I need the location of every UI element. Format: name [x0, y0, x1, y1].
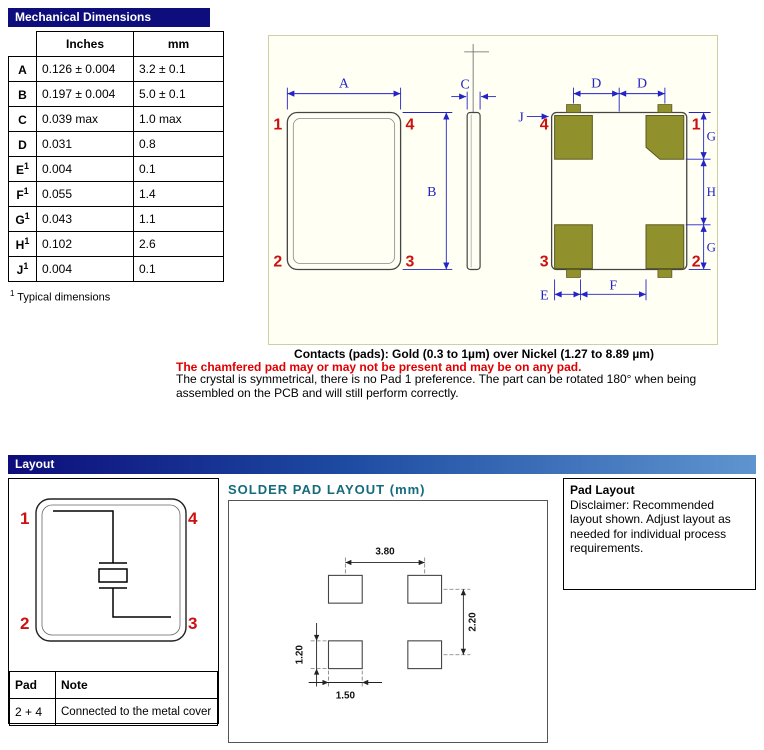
front-pad-number-1: 1	[273, 116, 282, 133]
bottom-pad-number-2: 2	[692, 254, 701, 271]
table-row: B 0.197 ± 0.004 5.0 ± 0.1	[8, 81, 224, 107]
dim-label-e: E	[540, 288, 549, 303]
pad-layout-disclaimer-box: Pad Layout Disclaimer: Recommended layou…	[563, 478, 756, 590]
dim-label-f: F	[609, 278, 617, 293]
solder-pad-tr	[407, 574, 443, 604]
edge-terminals	[566, 104, 673, 278]
contacts-note: Contacts (pads): Gold (0.3 to 1µm) over …	[294, 347, 654, 361]
bottom-pad-number-4: 4	[540, 116, 549, 133]
dim-label-g-bottom: G	[707, 240, 716, 255]
table-row: D 0.031 0.8	[8, 131, 224, 157]
pad-2-gold	[645, 224, 685, 269]
pad-4-gold	[554, 114, 593, 160]
pad-note-row: 2 + 4 Connected to the metal cover	[9, 698, 218, 726]
solder-pad-layout-box: 3.80 2.20 1.20 1.50	[228, 500, 548, 743]
dimension-c-lines	[451, 91, 496, 110]
pad-1-gold-chamfered	[645, 114, 685, 160]
pad-3-gold	[554, 224, 593, 269]
dimensions-table: Inches mm A 0.126 ± 0.004 3.2 ± 0.1 B 0.…	[8, 31, 224, 282]
front-pad-number-2: 2	[273, 254, 282, 271]
solder-dim-width: 3.80	[375, 547, 395, 558]
pad-layout-box-body: Disclaimer: Recommended layout shown. Ad…	[570, 497, 731, 556]
front-pad-number-4: 4	[406, 116, 415, 133]
dim-label-d-left: D	[591, 77, 601, 92]
corner-cell	[8, 31, 37, 57]
dimension-b-lines	[402, 112, 453, 270]
solder-dim-pad-height: 1.20	[295, 645, 306, 665]
col-header-mm: mm	[133, 31, 224, 57]
table-row: G1 0.043 1.1	[8, 206, 224, 232]
pad-note-header-row: Pad Note	[9, 671, 218, 699]
table-row: E1 0.004 0.1	[8, 156, 224, 182]
schematic-pad-4: 4	[188, 509, 198, 528]
mechanical-dimensions-header-bar: Mechanical Dimensions	[8, 8, 210, 27]
bottom-pad-number-3: 3	[540, 254, 549, 271]
dim-label-h: H	[707, 184, 716, 199]
dim-label-c: C	[461, 78, 470, 93]
solder-pad-layout-title: SOLDER PAD LAYOUT (mm)	[228, 482, 426, 497]
crystal-schematic: 1 4 2 3	[20, 498, 198, 642]
front-pad-number-3: 3	[406, 254, 415, 271]
solder-pad-br	[407, 640, 443, 670]
dimension-d-lines	[573, 87, 666, 112]
gold-pads	[554, 114, 685, 269]
symmetry-note: The crystal is symmetrical, there is no …	[176, 372, 697, 400]
dim-label-b: B	[427, 185, 436, 200]
dimension-ghg-lines	[685, 112, 711, 270]
table-row: A 0.126 ± 0.004 3.2 ± 0.1	[8, 56, 224, 82]
schematic-panel: 1 4 2 3 Pad Note 2 + 4 Connected to the …	[8, 478, 219, 726]
dim-label-d-right: D	[637, 77, 647, 92]
mechanical-section-title: Mechanical Dimensions	[15, 10, 152, 24]
col-header-inches: Inches	[36, 31, 134, 57]
table-row: F1 0.055 1.4	[8, 181, 224, 207]
pad-layout-box-title: Pad Layout	[570, 483, 635, 497]
table-row: C 0.039 max 1.0 max	[8, 106, 224, 132]
solder-pads	[327, 574, 443, 670]
solder-pad-layout-drawing: 3.80 2.20 1.20 1.50	[295, 547, 479, 702]
solder-extension-lines	[308, 556, 471, 688]
front-view-outline	[286, 111, 402, 271]
schematic-pad-2: 2	[20, 614, 29, 633]
table-footnote: 1 Typical dimensions	[10, 289, 111, 304]
col-header-pad: Pad	[9, 671, 56, 699]
solder-pad-bl	[327, 640, 363, 670]
layout-header-bar: Layout	[8, 455, 756, 474]
table-row: H1 0.102 2.6	[8, 231, 224, 257]
table-row: J1 0.004 0.1	[8, 256, 224, 282]
crystal-symbol	[53, 510, 171, 618]
pad-note-table: Pad Note 2 + 4 Connected to the metal co…	[9, 671, 218, 726]
solder-dimension-lines	[308, 559, 467, 687]
dimension-a-lines	[286, 87, 402, 110]
dimension-ef-lines	[554, 279, 647, 301]
mechanical-drawing: 1 4 2 3 A B	[273, 43, 716, 303]
layout-section-title: Layout	[15, 457, 55, 471]
side-view-outline	[464, 43, 490, 271]
col-header-note: Note	[55, 671, 218, 699]
solder-dim-pad-width: 1.50	[336, 690, 356, 701]
bottom-view	[550, 104, 688, 278]
schematic-pad-3: 3	[188, 614, 197, 633]
bottom-pad-number-1: 1	[692, 116, 701, 133]
dim-label-g-top: G	[707, 128, 716, 143]
package-outline	[35, 498, 187, 642]
dim-label-a: A	[339, 77, 349, 92]
mechanical-drawing-area: 1 4 2 3 A B	[268, 35, 718, 345]
dimensions-table-header-row: Inches mm	[8, 31, 224, 57]
solder-pad-tl	[327, 574, 363, 604]
solder-dim-height: 2.20	[467, 612, 478, 632]
chamfer-warning: The chamfered pad may or may not be pres…	[176, 360, 582, 374]
schematic-pad-1: 1	[20, 509, 29, 528]
dim-label-j: J	[518, 110, 524, 125]
